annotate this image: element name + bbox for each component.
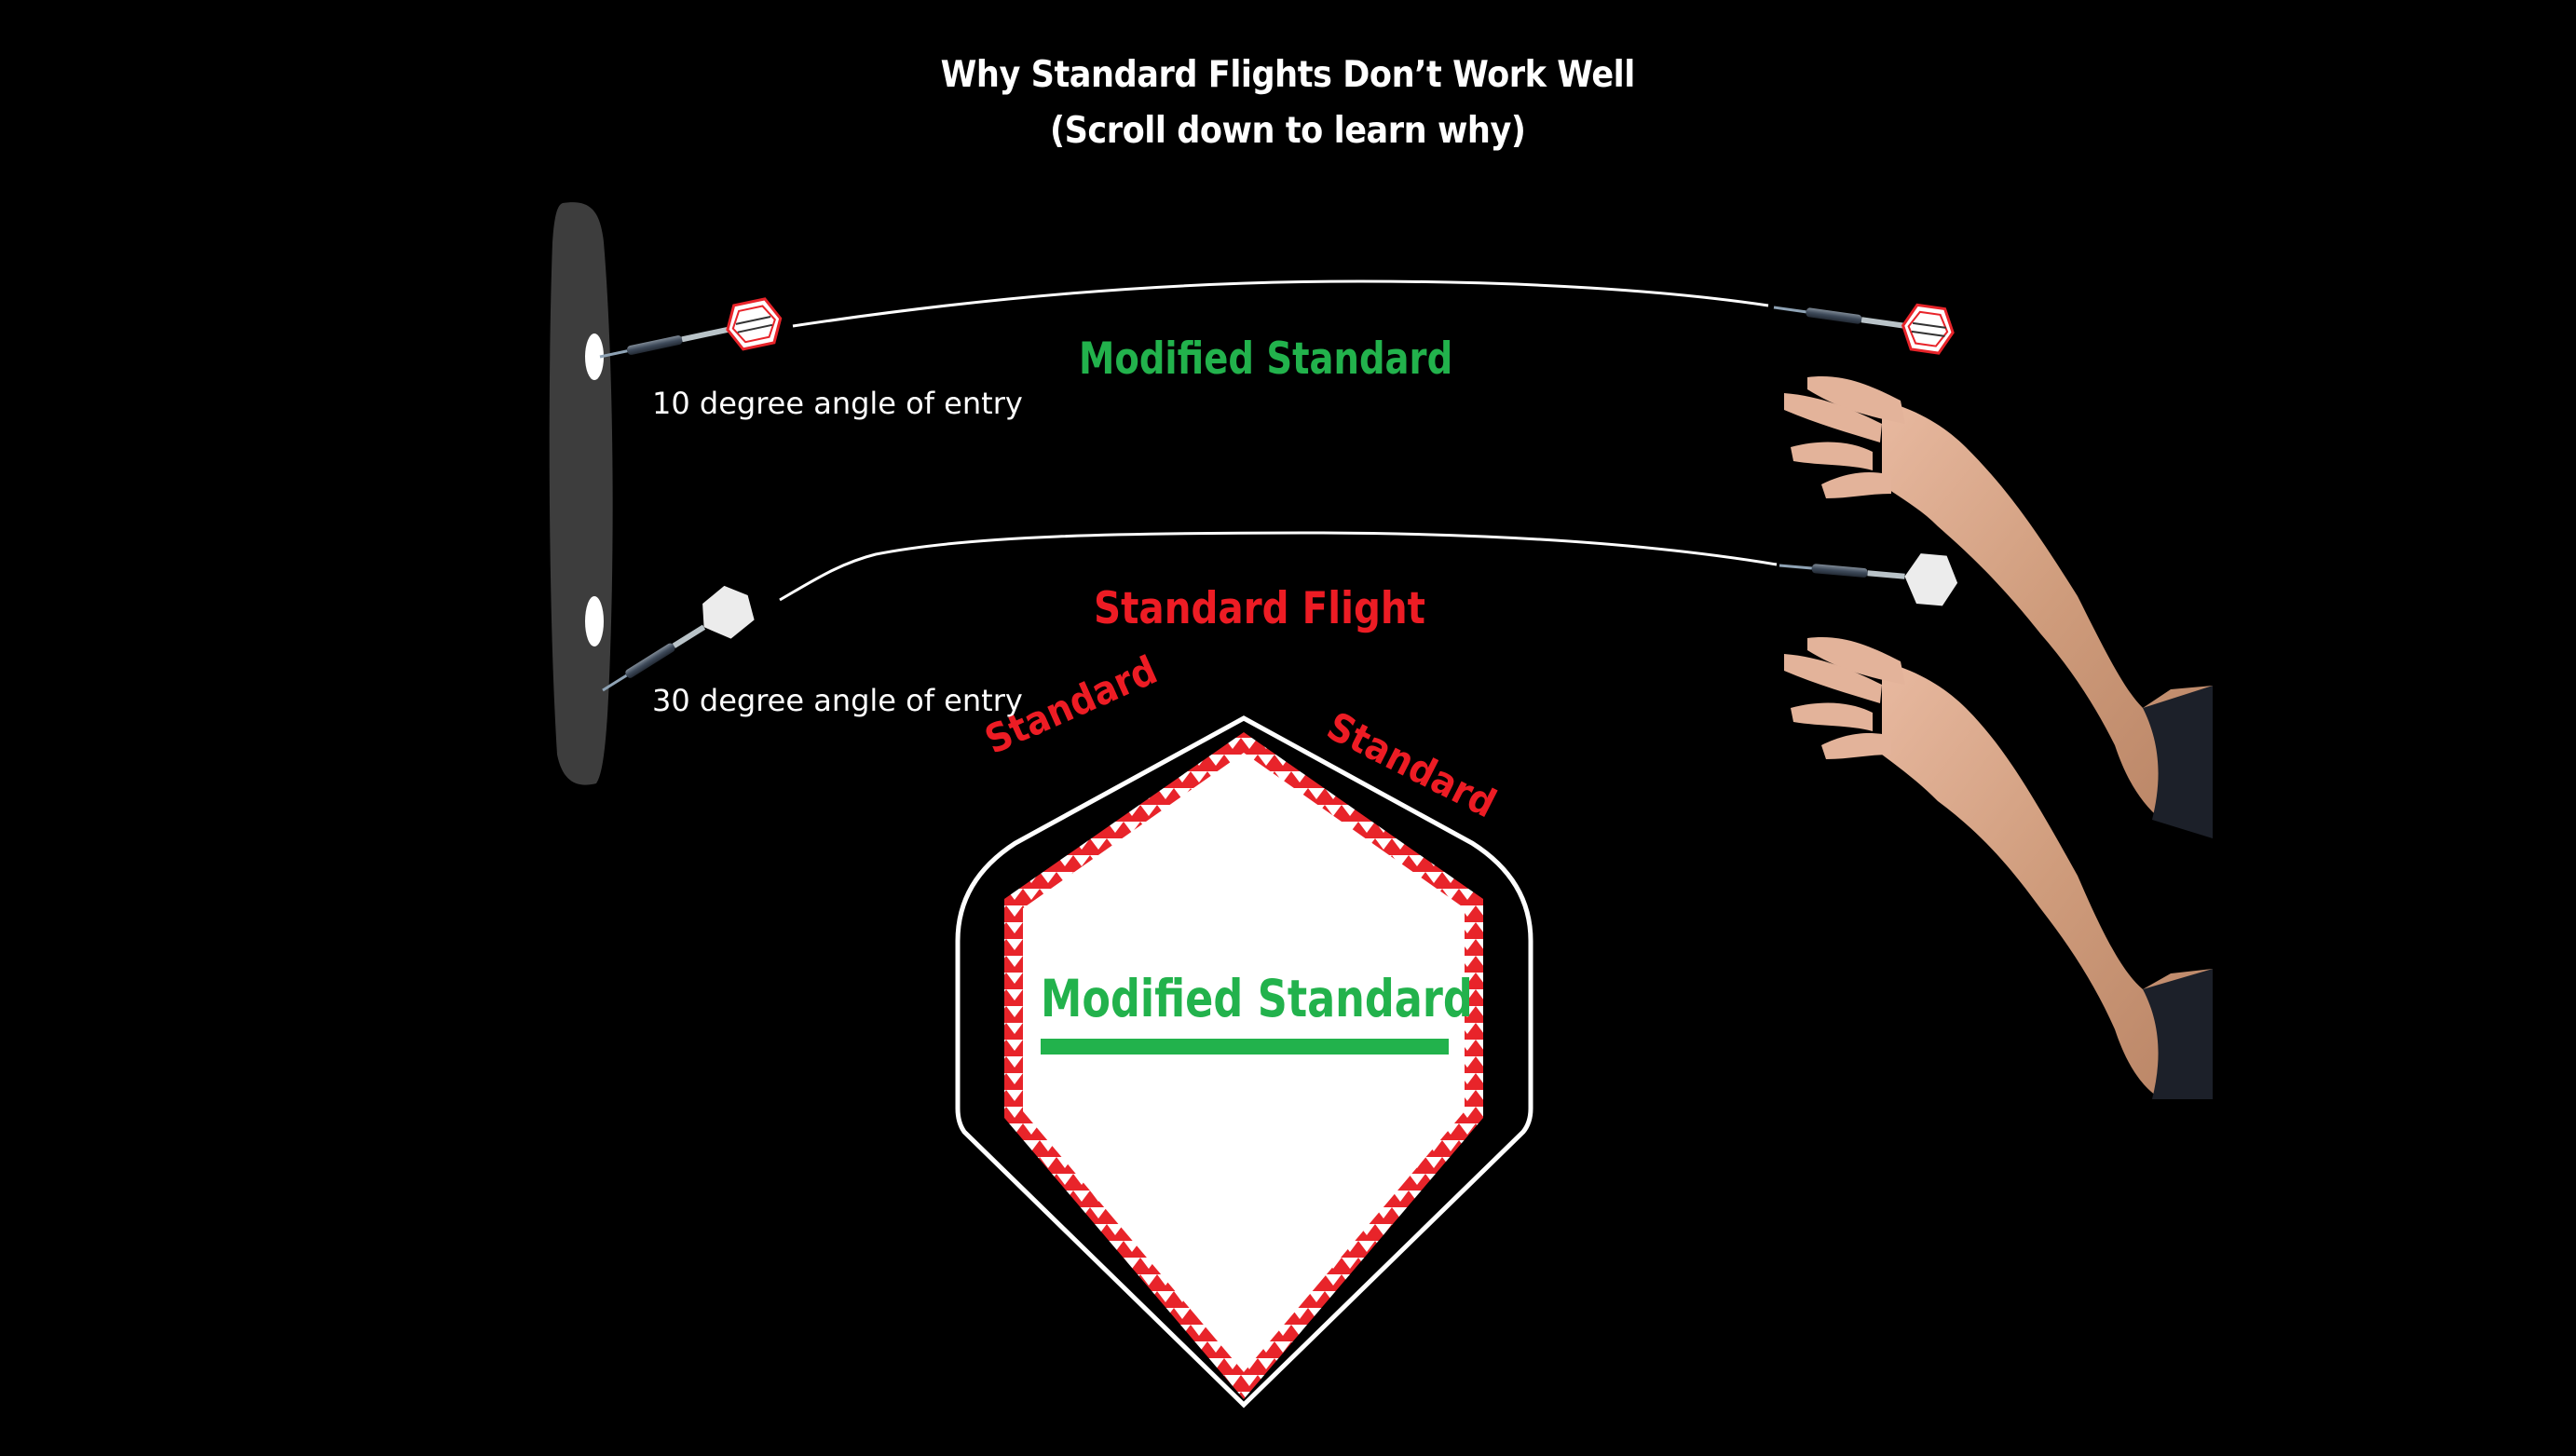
dart-standard-in-flight <box>1779 553 1958 606</box>
trajectory-label-standard-flight: Standard Flight <box>1094 583 1425 634</box>
dart-modified-in-flight <box>1773 303 1955 355</box>
bullseye-upper-hole <box>585 333 604 380</box>
modified-flight-underline <box>1041 1039 1449 1055</box>
dart-standard-in-board <box>602 585 755 692</box>
page-title: Why Standard Flights Don’t Work Well <box>940 54 1636 96</box>
modified-flight-icon <box>726 297 783 351</box>
inner-flight-label: Modified Standard <box>1041 969 1473 1028</box>
throwing-arm-upper <box>1784 376 2213 838</box>
dart-modified-in-board <box>599 297 783 359</box>
trajectory-label-modified-standard: Modified Standard <box>1079 333 1453 385</box>
throwing-arm-lower <box>1784 637 2213 1099</box>
entry-angle-caption-30: 30 degree angle of entry <box>652 683 1023 718</box>
dartboard-side <box>549 202 613 785</box>
page-subtitle: (Scroll down to learn why) <box>1049 110 1526 152</box>
standard-flight-outline <box>955 715 1533 1408</box>
trajectory-standard <box>779 531 1778 602</box>
entry-angle-caption-10: 10 degree angle of entry <box>652 386 1023 421</box>
bullseye-lower-hole <box>585 596 604 646</box>
modified-flight-body <box>1023 753 1465 1372</box>
trajectory-modified-standard <box>792 279 1769 328</box>
standard-flight-icon <box>702 585 755 639</box>
